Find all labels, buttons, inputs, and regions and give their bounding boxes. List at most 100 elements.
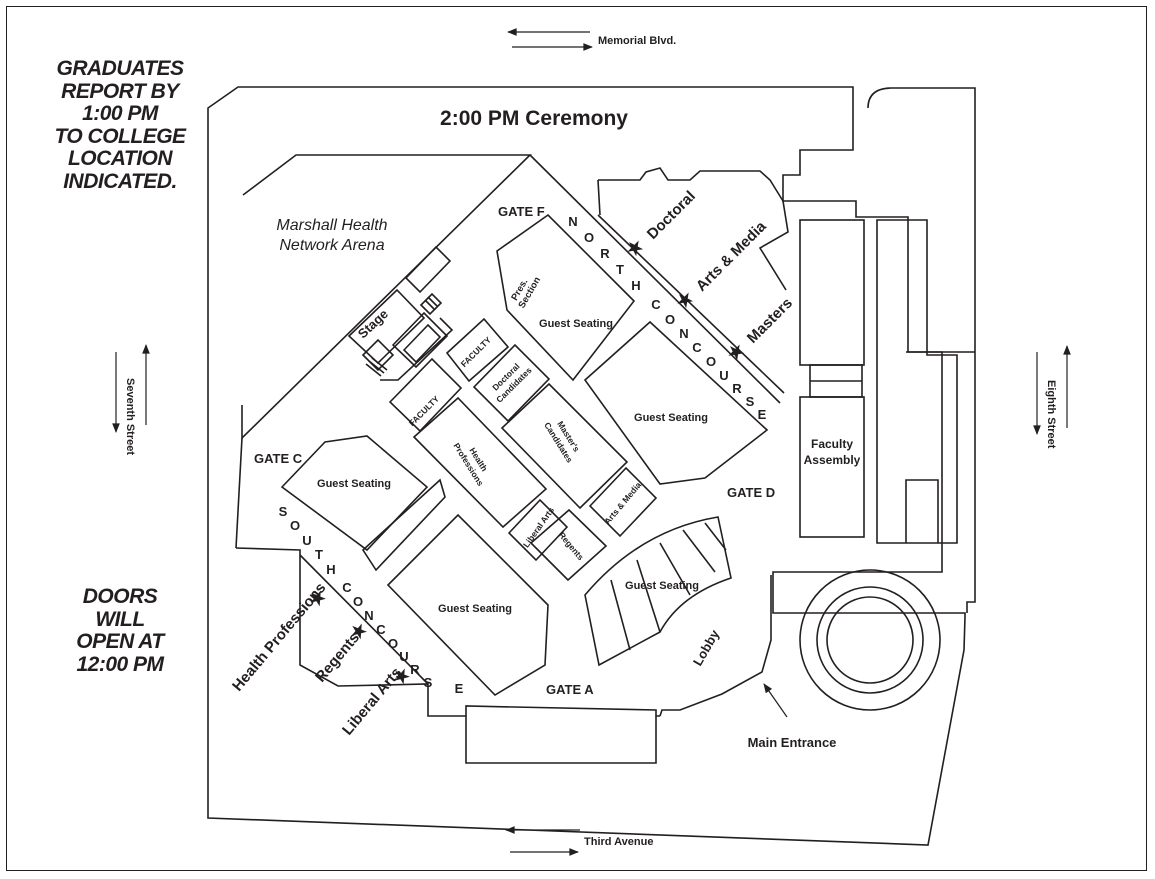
note-line: OPEN AT xyxy=(76,630,164,653)
eighth-street-arrows xyxy=(1033,345,1071,435)
note-line: GRADUATES xyxy=(56,57,184,80)
gate-a-label: GATE A xyxy=(546,682,594,697)
east-building-strip xyxy=(867,87,976,613)
south-concourse-edge xyxy=(299,554,429,685)
regents-section xyxy=(529,508,608,582)
floor-sections xyxy=(388,317,658,582)
concourse-letter: U xyxy=(302,533,311,548)
curved-seating-dividers xyxy=(610,522,727,651)
east-assembly-block xyxy=(876,219,958,544)
concourse-letter: O xyxy=(665,312,675,327)
south-concourse-label: S O U T H C O N C O U R S E xyxy=(279,504,464,696)
faculty-assembly-buildings xyxy=(799,219,958,544)
third-avenue-arrows xyxy=(505,826,580,856)
faculty-section-2 xyxy=(445,317,510,383)
ceremony-title: 2:00 PM Ceremony xyxy=(440,107,628,130)
stage-label: Stage xyxy=(355,306,391,341)
concourse-letter: R xyxy=(732,381,742,396)
assembly-north-block xyxy=(799,219,865,366)
memorial-blvd-arrows xyxy=(507,28,593,51)
plaza-ring-outer xyxy=(799,569,941,711)
faculty-section-1 xyxy=(388,357,463,433)
college-locations: ★ Doctoral ★ Arts & Media ★ Masters Heal… xyxy=(229,188,796,739)
round-plaza xyxy=(799,569,941,711)
gate-f-label: GATE F xyxy=(498,204,545,219)
report-time-note: GRADUATES REPORT BY 1:00 PM TO COLLEGE L… xyxy=(40,57,200,193)
note-line: 12:00 PM xyxy=(76,652,164,676)
guest-seating-west-label: Guest Seating xyxy=(317,478,391,490)
guest-seating-north xyxy=(496,213,636,382)
seventh-street-label: Seventh Street xyxy=(124,378,136,455)
stair-lines xyxy=(424,296,438,310)
main-entrance-label: Main Entrance xyxy=(748,735,837,750)
masters-section xyxy=(500,382,629,510)
concourse-letter: O xyxy=(290,518,300,533)
stage-wing xyxy=(404,245,452,294)
gate-c-label: GATE C xyxy=(254,451,303,466)
concourse-letter: S xyxy=(279,504,288,519)
concourse-letter: N xyxy=(679,326,688,341)
concourse-letter: S xyxy=(746,394,755,409)
concourse-letter: O xyxy=(706,354,716,369)
seventh-street-arrows xyxy=(112,344,150,433)
plaza-ring-middle xyxy=(816,586,924,694)
note-line: LOCATION xyxy=(67,147,173,170)
third-avenue-label: Third Avenue xyxy=(584,836,653,848)
faculty-assembly-block xyxy=(799,396,865,538)
faculty-assembly-line1: Faculty xyxy=(811,437,853,451)
concourse-letter: O xyxy=(388,636,398,651)
concourse-letter: U xyxy=(399,649,408,664)
concourse-letter: C xyxy=(376,622,386,637)
stair-lines xyxy=(365,357,388,377)
concourse-letter: E xyxy=(758,407,767,422)
arena-outline-east xyxy=(597,167,784,216)
regents-label: Regents xyxy=(557,530,586,562)
concourse-letter: O xyxy=(353,594,363,609)
stage xyxy=(347,288,426,365)
concourse-letter: T xyxy=(616,262,624,277)
note-line: REPORT BY xyxy=(61,79,179,103)
guest-seating-south xyxy=(386,513,549,697)
stage-area xyxy=(347,245,454,381)
liberal-arts-section xyxy=(507,498,569,562)
podium xyxy=(402,323,442,364)
arts-media-location-label: Arts & Media xyxy=(693,218,770,295)
concourse-letter: C xyxy=(651,297,661,312)
guest-seating-south-label: Guest Seating xyxy=(438,603,512,615)
masters-location-label: Masters xyxy=(744,295,796,347)
stage-rail xyxy=(380,317,454,381)
east-assembly-annex xyxy=(905,479,939,543)
doctoral-section xyxy=(472,343,551,423)
arts-media-section xyxy=(588,466,658,538)
star-masters-icon: ★ xyxy=(723,338,749,364)
guest-seating-curved xyxy=(584,516,732,667)
note-line: 1:00 PM xyxy=(82,102,158,125)
note-line: TO COLLEGE xyxy=(54,124,186,148)
gate-a-canopy xyxy=(465,716,657,764)
memorial-blvd-label: Memorial Blvd. xyxy=(598,35,676,47)
concourse-letter: T xyxy=(315,547,323,562)
stage-steps-north xyxy=(419,292,443,316)
guest-seating-curved-label: Guest Seating xyxy=(625,580,699,592)
concourse-letter: U xyxy=(719,368,728,383)
lobby-front xyxy=(659,575,772,717)
guest-seating-west xyxy=(280,435,429,552)
guest-seating-blocks xyxy=(280,213,769,697)
concourse-letter: H xyxy=(326,562,335,577)
health-professions-section xyxy=(412,396,548,529)
arena-outline xyxy=(241,154,532,440)
concourse-letter: E xyxy=(455,681,464,696)
concourse-letter: C xyxy=(692,340,702,355)
concourse-letter: C xyxy=(342,580,352,595)
north-concourse-edge xyxy=(529,154,781,404)
concourse-letter: N xyxy=(364,608,373,623)
note-line: WILL xyxy=(95,607,145,631)
guest-seating-east-label: Guest Seating xyxy=(634,412,708,424)
concourse-letter: N xyxy=(568,214,577,229)
concourse-letter: R xyxy=(410,662,420,677)
concourse-letter: O xyxy=(584,230,594,245)
eighth-street-label: Eighth Street xyxy=(1045,380,1057,449)
gate-d-label: GATE D xyxy=(727,485,775,500)
arena-outline-lower xyxy=(235,200,789,549)
